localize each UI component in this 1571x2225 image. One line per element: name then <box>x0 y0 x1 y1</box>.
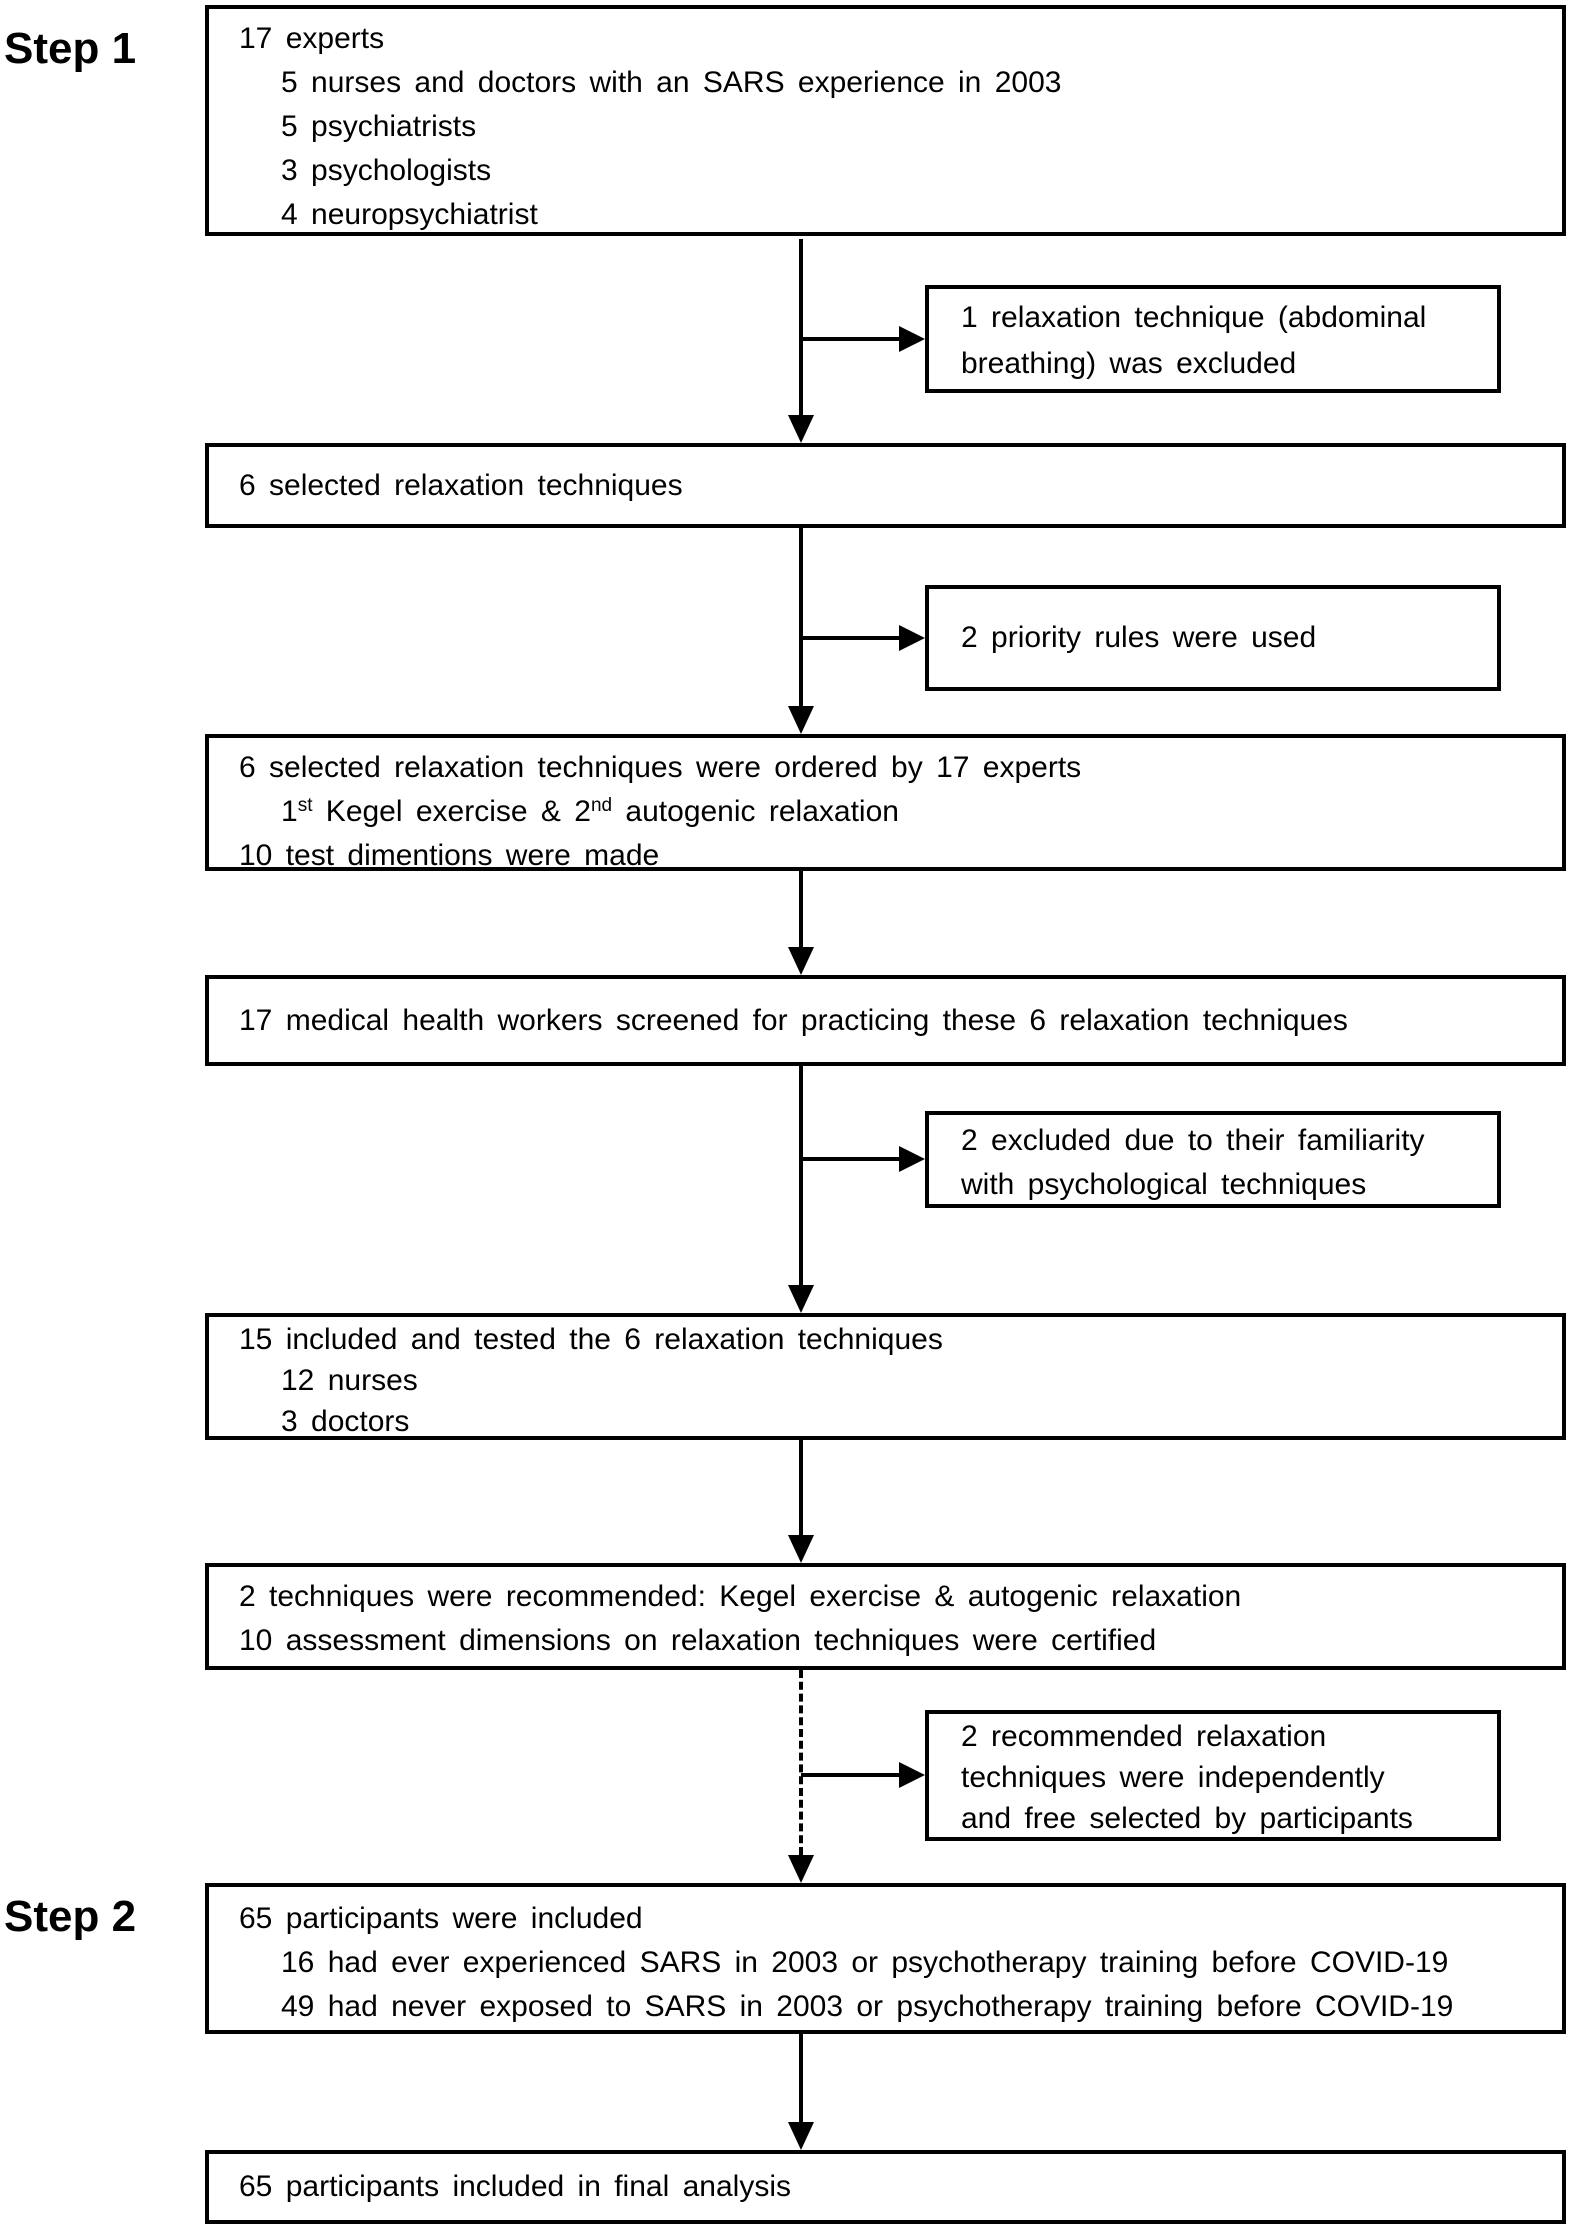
side-box-free-selection: 2 recommended relaxation techniques were… <box>925 1710 1501 1841</box>
arrowhead-down-g-h <box>788 2122 814 2150</box>
ordered-end: autogenic relaxation <box>612 795 899 828</box>
box-selected-techniques: 6 selected relaxation techniques <box>205 443 1566 528</box>
box-recommended: 2 techniques were recommended: Kegel exe… <box>205 1563 1566 1670</box>
box-participants: 65 participants were included 16 had eve… <box>205 1883 1566 2034</box>
flow-line-c-d <box>799 871 803 947</box>
step2-label: Step 2 <box>4 1892 137 1941</box>
box-recommended-line1: 2 techniques were recommended: Kegel exe… <box>239 1580 1242 1613</box>
step1-label: Step 1 <box>4 24 137 73</box>
side-box-excluded-technique: 1 relaxation technique (abdominal breath… <box>925 285 1501 393</box>
ordered-rank1-suffix: st <box>297 795 313 816</box>
arrowhead-right-priority-rules <box>899 625 925 651</box>
box-participants-line2: 16 had ever experienced SARS in 2003 or … <box>281 1946 1449 1979</box>
side-box-excluded-technique-line1: 1 relaxation technique (abdominal <box>961 301 1427 334</box>
box-ordered-line2: 1st Kegel exercise & 2nd autogenic relax… <box>209 790 1562 834</box>
side-box-excluded-familiarity-line1: 2 excluded due to their familiarity <box>961 1124 1425 1157</box>
side-box-free-selection-line3: and free selected by participants <box>961 1802 1413 1835</box>
flow-line-dashed-f-g <box>799 1670 803 1855</box>
box-included: 15 included and tested the 6 relaxation … <box>205 1313 1566 1440</box>
box-screened: 17 medical health workers screened for p… <box>205 975 1566 1066</box>
side-box-free-selection-line2: techniques were independently <box>961 1761 1385 1794</box>
arrowhead-down-d-e <box>788 1285 814 1313</box>
box-experts-line4: 3 psychologists <box>281 154 492 187</box>
branch-line-excluded-familiarity <box>801 1157 899 1161</box>
box-experts: 17 experts 5 nurses and doctors with an … <box>205 5 1566 236</box>
arrowhead-right-excluded-familiarity <box>899 1146 925 1172</box>
box-included-line2: 12 nurses <box>281 1364 418 1397</box>
arrowhead-right-free-selection <box>899 1762 925 1788</box>
arrowhead-down-b-c <box>788 706 814 734</box>
side-box-excluded-familiarity: 2 excluded due to their familiarity with… <box>925 1111 1501 1208</box>
box-included-line3: 3 doctors <box>281 1405 410 1438</box>
box-participants-line1: 65 participants were included <box>239 1902 643 1935</box>
branch-line-free-selection <box>801 1773 899 1777</box>
box-final-analysis: 65 participants included in final analys… <box>205 2150 1566 2224</box>
side-box-priority-rules-line1: 2 priority rules were used <box>961 621 1317 654</box>
box-ordered: 6 selected relaxation techniques were or… <box>205 734 1566 872</box>
branch-line-priority-rules <box>801 636 899 640</box>
arrowhead-right-excluded-technique <box>899 326 925 352</box>
ordered-middle: Kegel exercise & 2 <box>312 795 591 828</box>
arrowhead-down-e-f <box>788 1535 814 1563</box>
arrowhead-down-f-g <box>788 1855 814 1883</box>
ordered-rank2-suffix: nd <box>590 795 613 816</box>
side-box-free-selection-line1: 2 recommended relaxation <box>961 1720 1327 1753</box>
flow-line-a-b <box>799 239 803 415</box>
box-screened-line1: 17 medical health workers screened for p… <box>239 1003 1348 1037</box>
side-box-excluded-familiarity-line2: with psychological techniques <box>961 1168 1367 1201</box>
flow-line-g-h <box>799 2034 803 2122</box>
box-experts-line3: 5 psychiatrists <box>281 110 477 143</box>
box-participants-line3: 49 had never exposed to SARS in 2003 or … <box>281 1990 1454 2023</box>
flow-line-e-f <box>799 1440 803 1535</box>
arrowhead-down-a-b <box>788 415 814 443</box>
box-included-line1: 15 included and tested the 6 relaxation … <box>239 1323 943 1356</box>
box-experts-line1: 17 experts <box>239 22 385 55</box>
flow-line-b-c <box>799 527 803 706</box>
box-recommended-line2: 10 assessment dimensions on relaxation t… <box>239 1624 1157 1657</box>
branch-line-excluded-technique <box>801 337 899 341</box>
side-box-excluded-technique-line2: breathing) was excluded <box>961 347 1297 380</box>
box-selected-techniques-line1: 6 selected relaxation techniques <box>239 468 683 502</box>
box-experts-line5: 4 neuropsychiatrist <box>281 198 538 231</box>
arrowhead-down-c-d <box>788 947 814 975</box>
flow-line-d-e <box>799 1066 803 1285</box>
side-box-priority-rules: 2 priority rules were used <box>925 585 1501 691</box>
box-ordered-line1: 6 selected relaxation techniques were or… <box>239 751 1082 784</box>
box-ordered-line3: 10 test dimentions were made <box>239 839 660 872</box>
ordered-rank1: 1 <box>281 795 298 828</box>
box-final-analysis-line1: 65 participants included in final analys… <box>239 2170 791 2203</box>
box-experts-line2: 5 nurses and doctors with an SARS experi… <box>281 66 1062 99</box>
